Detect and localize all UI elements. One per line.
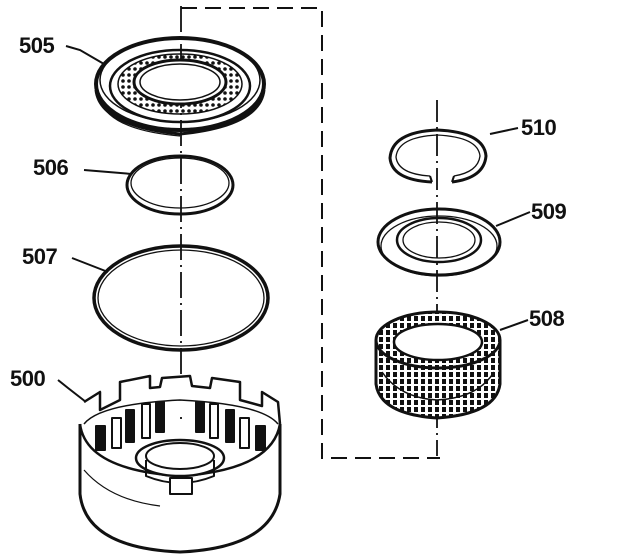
label-505: 505 [19,33,55,58]
label-506: 506 [33,155,69,180]
label-509: 509 [531,199,567,224]
snap-ring-506 [125,154,235,216]
leader-509 [495,211,531,227]
o-ring-507 [92,244,270,352]
roller-clutch-508 [374,310,502,420]
thrust-washer-509 [376,207,502,277]
leader-506 [83,169,133,175]
housing-500 [78,374,282,554]
label-500: 500 [10,366,46,391]
thrust-bearing-505 [94,36,266,137]
leader-510 [489,127,519,135]
leader-lines [57,45,531,403]
leader-505 [65,45,105,65]
label-508: 508 [529,306,565,331]
leader-508 [499,319,529,331]
leader-507 [71,257,109,273]
routing-line [181,7,440,459]
label-507: 507 [22,244,58,269]
snap-ring-510 [388,128,488,184]
label-510: 510 [521,115,557,140]
leader-500 [57,379,87,403]
